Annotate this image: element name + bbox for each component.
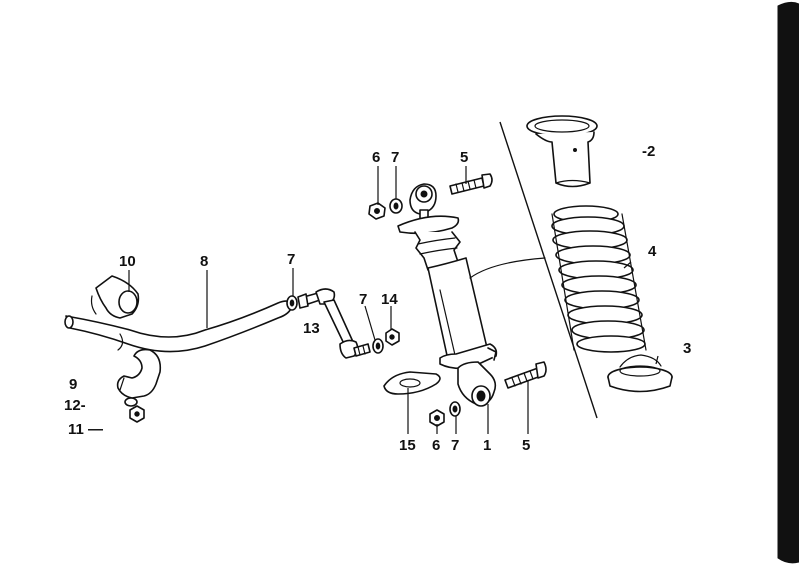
callout-3: 3 — [683, 340, 691, 357]
stabilizer-bar — [64, 300, 293, 353]
bracket-bolt — [124, 397, 138, 407]
callout-2: -2 — [642, 143, 655, 160]
callout-1: 1 — [483, 437, 491, 454]
bushing — [90, 275, 140, 319]
nut-link — [385, 328, 400, 346]
callout-6-top: 6 — [372, 149, 380, 166]
divider-line — [499, 121, 598, 419]
callout-7-bottom: 7 — [451, 437, 459, 454]
nut-top — [368, 202, 386, 220]
drop-link — [297, 288, 371, 359]
bolt-bottom — [504, 361, 547, 389]
callout-5-top: 5 — [460, 149, 468, 166]
nut-bottom — [429, 409, 445, 427]
coil-spring — [551, 205, 647, 353]
callout-13: 13 — [303, 320, 320, 337]
callout-11: 11 — — [68, 421, 103, 438]
spring-pad-top — [526, 115, 598, 188]
callout-9: 9 — [69, 376, 77, 393]
page-edge-bar — [777, 1, 799, 564]
shock-absorber — [397, 183, 498, 407]
callout-4: 4 — [648, 243, 657, 260]
spring-seat — [607, 354, 673, 393]
washer-link — [286, 295, 298, 311]
bolt-top — [449, 173, 493, 195]
callout-7-top: 7 — [391, 149, 399, 166]
callout-15: 15 — [399, 437, 416, 454]
mounting-plate — [383, 371, 441, 395]
bracket-nut — [129, 405, 145, 423]
washer-mid — [372, 338, 384, 354]
callout-8: 8 — [200, 253, 208, 270]
callout-6-bottom: 6 — [432, 437, 440, 454]
callout-12: 12- — [64, 397, 86, 414]
washer-top — [389, 198, 403, 214]
bracket — [116, 348, 162, 399]
assembly-leader — [469, 257, 546, 279]
callout-10: 10 — [119, 253, 136, 270]
callout-5-bottom: 5 — [522, 437, 530, 454]
callout-7-link: 7 — [287, 251, 295, 268]
callout-14: 14 — [381, 291, 398, 308]
callout-7-mid: 7 — [359, 291, 367, 308]
washer-bottom — [449, 401, 461, 417]
